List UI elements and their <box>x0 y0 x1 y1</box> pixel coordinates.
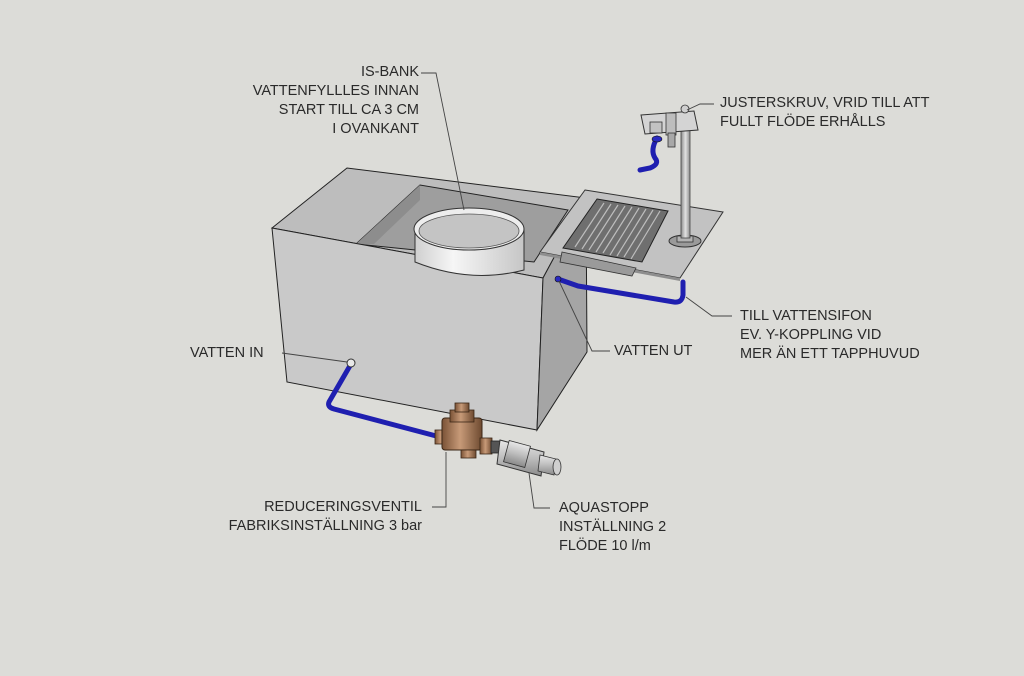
ice-bank-cylinder <box>413 207 525 276</box>
outlet-fitting <box>554 275 562 283</box>
label-reduceringsventil-line-2: FABRIKSINSTÄLLNING 3 bar <box>228 518 422 534</box>
leader-aquastopp <box>528 472 550 509</box>
reducing-valve <box>434 402 502 459</box>
label-aquastopp-line-2: INSTÄLLNING 2 <box>559 519 667 535</box>
leader-vatten-in <box>281 352 348 363</box>
label-reduceringsventil: REDUCERINGSVENTIL FABRIKSINSTÄLLNING 3 b… <box>229 498 422 536</box>
label-vattensifon-line-3: MER ÄN ETT TAPPHUVUD <box>740 346 920 362</box>
ice-bank-box <box>270 167 588 432</box>
label-vattensifon-line-1: TILL VATTENSIFON <box>740 308 872 324</box>
label-vatten-ut: VATTEN UT <box>614 342 692 361</box>
label-justerskruv-line-2: FULLT FLÖDE ERHÅLLS <box>720 114 886 130</box>
leader-vattensifon <box>685 296 732 317</box>
label-justerskruv-line-1: JUSTERSKRUV, VRID TILL ATT <box>720 95 930 111</box>
label-vattensifon: TILL VATTENSIFON EV. Y-KOPPLING VID MER … <box>740 307 920 364</box>
label-vatten-ut-line-1: VATTEN UT <box>614 343 693 359</box>
leader-lines <box>281 72 732 509</box>
leader-reduceringsventil <box>432 452 447 508</box>
label-aquastopp-line-1: AQUASTOPP <box>559 500 649 516</box>
tap-head <box>637 104 702 248</box>
label-justerskruv: JUSTERSKRUV, VRID TILL ATT FULLT FLÖDE E… <box>720 94 930 132</box>
label-vattensifon-line-2: EV. Y-KOPPLING VID <box>740 327 882 343</box>
leader-justerskruv <box>686 103 714 111</box>
label-isbank-line-3: START TILL CA 3 CM <box>278 102 419 118</box>
inlet-pipe <box>326 361 443 440</box>
adjustment-screw <box>680 104 690 114</box>
label-isbank: IS-BANK VATTENFYLLLES INNAN START TILL C… <box>253 63 419 139</box>
label-isbank-line-2: VATTENFYLLLES INNAN <box>252 83 419 99</box>
label-aquastopp: AQUASTOPP INSTÄLLNING 2 FLÖDE 10 l/m <box>559 499 666 556</box>
label-reduceringsventil-line-1: REDUCERINGSVENTIL <box>264 499 422 515</box>
label-isbank-line-1: IS-BANK <box>360 64 419 80</box>
outlet-pipe <box>555 276 686 305</box>
label-isbank-line-4: I OVANKANT <box>332 121 419 137</box>
leader-isbank <box>421 72 465 211</box>
inlet-fitting <box>346 358 356 368</box>
drip-tray-platform <box>539 189 724 281</box>
box-opening-inner-wall <box>356 185 420 244</box>
water-pipes <box>326 276 686 440</box>
aquastopp-device <box>496 439 562 477</box>
leader-vatten-ut <box>558 280 610 352</box>
label-vatten-in-line-1: VATTEN IN <box>190 345 264 361</box>
label-vatten-in: VATTEN IN <box>190 344 264 363</box>
label-aquastopp-line-3: FLÖDE 10 l/m <box>559 538 651 554</box>
